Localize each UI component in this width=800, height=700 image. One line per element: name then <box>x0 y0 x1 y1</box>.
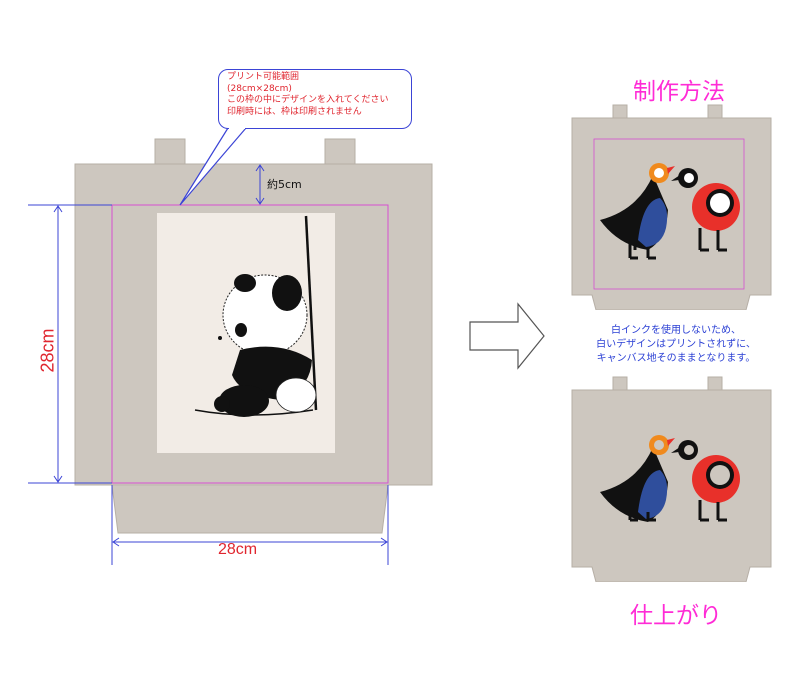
note-line: キャンバス地そのままとなります。 <box>596 353 756 364</box>
callout-line: プリント可能範囲 <box>227 72 300 82</box>
width-dimension-label: 28cm <box>218 541 258 558</box>
note-line: 白インクを使用しないため、 <box>611 325 741 336</box>
white-ink-note: 白インクを使用しないため、 白いデザインはプリントされずに、 キャンバス地そのま… <box>570 324 782 366</box>
callout-line: この枠の中にデザインを入れてください <box>227 95 389 105</box>
tote-bag-print-design <box>571 104 772 310</box>
right-arrow-icon <box>469 302 545 370</box>
top-margin-label: 約5cm <box>267 178 302 191</box>
panda-illustration <box>194 215 318 417</box>
callout-line: (28cm×28cm) <box>227 83 292 94</box>
method-heading: 制作方法 <box>633 79 725 105</box>
birds-design-finished <box>600 435 740 522</box>
birds-design <box>600 163 740 260</box>
print-area-frame <box>111 204 389 484</box>
callout-line: 印刷時には、枠は印刷されません <box>227 106 362 117</box>
tote-bag-finished <box>571 376 772 582</box>
note-line: 白いデザインはプリントされずに、 <box>596 339 756 350</box>
finished-heading: 仕上がり <box>630 603 722 629</box>
height-dimension-label: 28cm <box>37 328 58 373</box>
tote-bag-template <box>28 127 433 565</box>
print-area-callout: プリント可能範囲 (28cm×28cm) この枠の中にデザインを入れてください … <box>218 69 412 129</box>
